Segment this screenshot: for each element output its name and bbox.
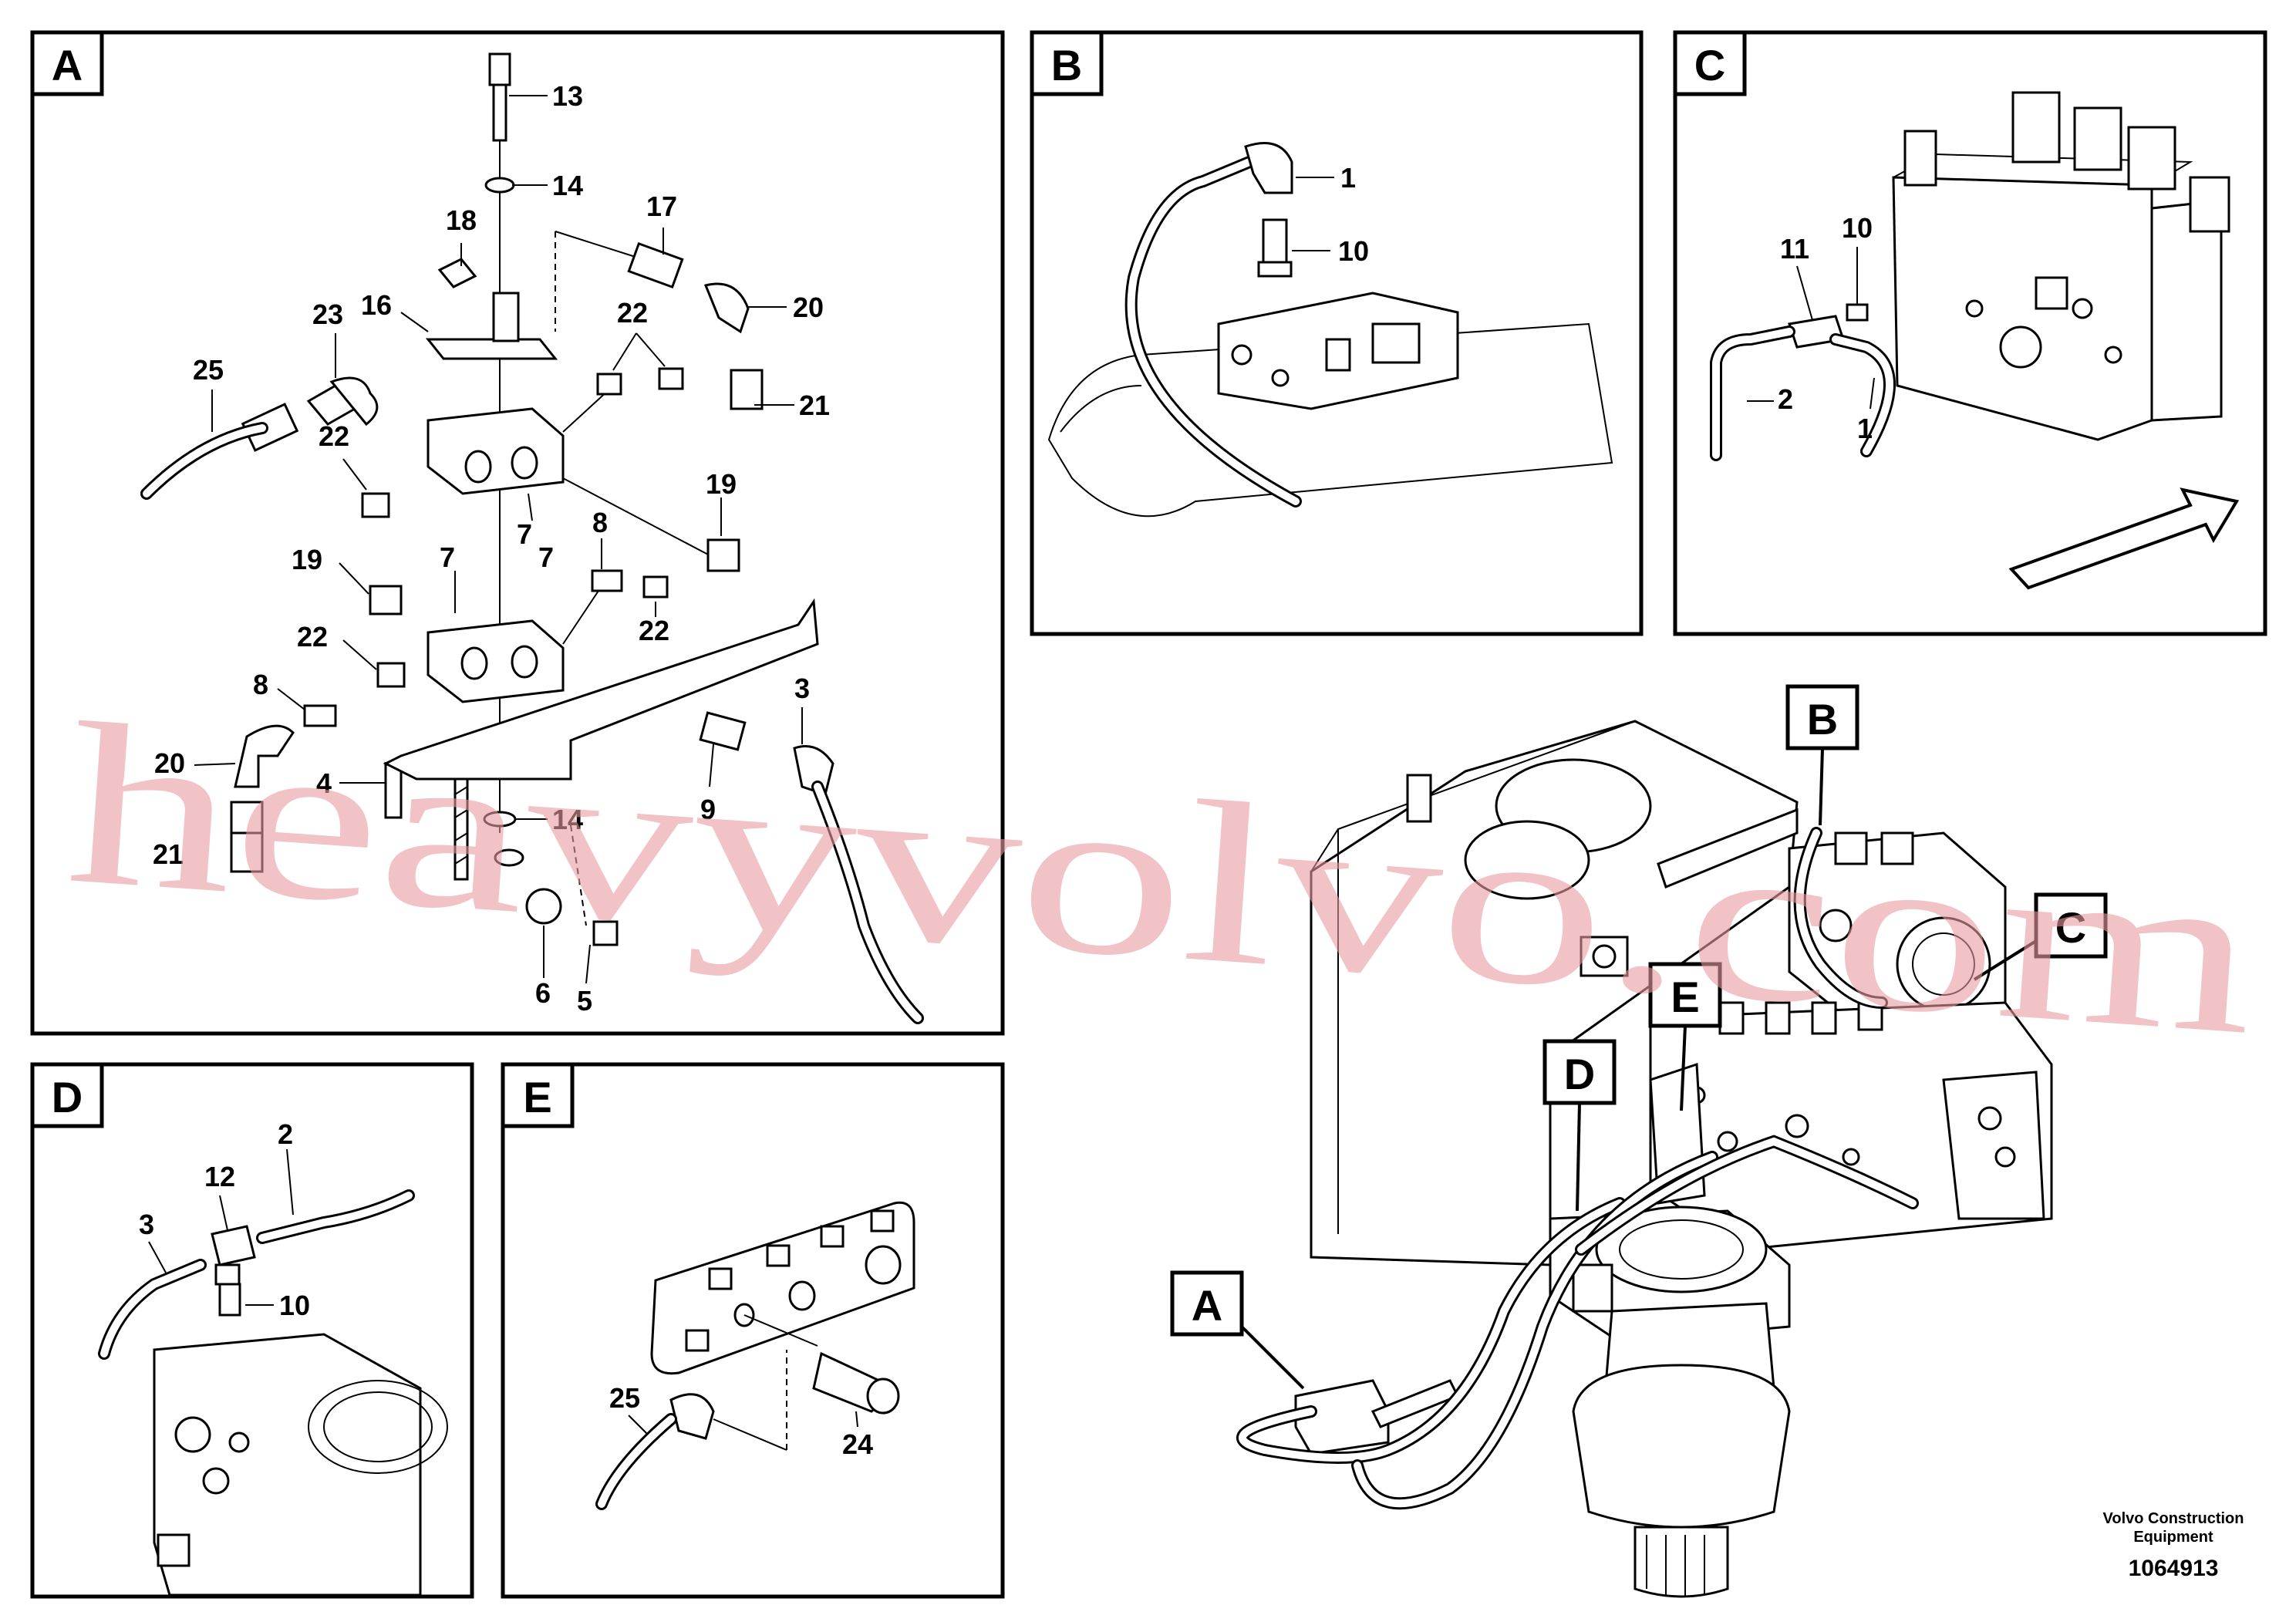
label-22-left: 22	[319, 420, 349, 452]
label-20-top: 20	[793, 292, 824, 323]
label-c-10: 10	[1842, 212, 1873, 244]
label-d-3: 3	[139, 1209, 154, 1240]
label-e-24: 24	[842, 1428, 873, 1460]
overview-assembly: B C E D A	[1170, 684, 2108, 1598]
label-21-top: 21	[799, 389, 830, 421]
label-c-2: 2	[1778, 383, 1793, 415]
label-7-upper: 7	[517, 518, 532, 550]
callout-a: A	[1192, 1281, 1222, 1330]
label-7-middle: 7	[538, 541, 554, 573]
panel-e-tag: E	[523, 1073, 551, 1121]
panel-c: C 10 11 2 1	[1673, 30, 2267, 636]
label-9: 9	[700, 794, 716, 825]
company-name-line1: Volvo Construction	[2103, 1510, 2244, 1527]
label-c-1: 1	[1857, 413, 1873, 444]
label-21-lower: 21	[153, 838, 184, 870]
panel-b-tag: B	[1051, 41, 1082, 89]
label-4: 4	[316, 767, 332, 799]
label-14: 14	[552, 170, 583, 201]
label-20-lower: 20	[154, 747, 185, 779]
label-d-2: 2	[278, 1118, 293, 1150]
label-3: 3	[794, 673, 810, 704]
label-7-lower: 7	[440, 541, 455, 573]
panel-b: B 1 10	[1030, 30, 1644, 636]
label-16: 16	[361, 289, 392, 321]
label-8-lower: 8	[253, 669, 268, 700]
label-25: 25	[193, 354, 224, 386]
label-22-lower-right: 22	[639, 615, 669, 646]
label-5: 5	[577, 985, 592, 1017]
panel-d-tag: D	[52, 1073, 83, 1121]
company-name-line2: Equipment	[2133, 1529, 2213, 1546]
label-22-top: 22	[617, 297, 648, 329]
callout-b: B	[1807, 695, 1838, 744]
label-19-left: 19	[292, 544, 322, 575]
label-6: 6	[535, 977, 551, 1009]
label-e-25: 25	[609, 1382, 640, 1414]
label-22-lower-left: 22	[297, 621, 328, 653]
callout-d: D	[1564, 1050, 1595, 1098]
drawing-number: 1064913	[2129, 1556, 2219, 1581]
label-b-10: 10	[1338, 235, 1369, 267]
footer: Volvo Construction Equipment 1064913	[2103, 1510, 2244, 1581]
panel-c-tag: C	[1694, 41, 1725, 89]
label-23: 23	[312, 298, 343, 330]
label-19-right: 19	[706, 468, 737, 500]
panel-a: A	[30, 30, 1005, 1036]
callout-c: C	[2055, 903, 2086, 952]
label-d-12: 12	[204, 1161, 235, 1192]
label-c-11: 11	[1780, 233, 1809, 265]
label-13: 13	[552, 80, 583, 112]
label-14-lower: 14	[552, 804, 583, 835]
callout-e: E	[1671, 973, 1699, 1021]
label-b-1: 1	[1340, 162, 1356, 194]
panel-a-tag: A	[52, 41, 83, 89]
label-17: 17	[646, 191, 677, 222]
panel-d: D 2 12 3 10	[30, 1062, 474, 1599]
label-d-10: 10	[279, 1290, 310, 1321]
panel-e: E 25 24	[501, 1062, 1005, 1599]
label-18: 18	[446, 204, 477, 236]
label-8-upper: 8	[592, 507, 608, 538]
